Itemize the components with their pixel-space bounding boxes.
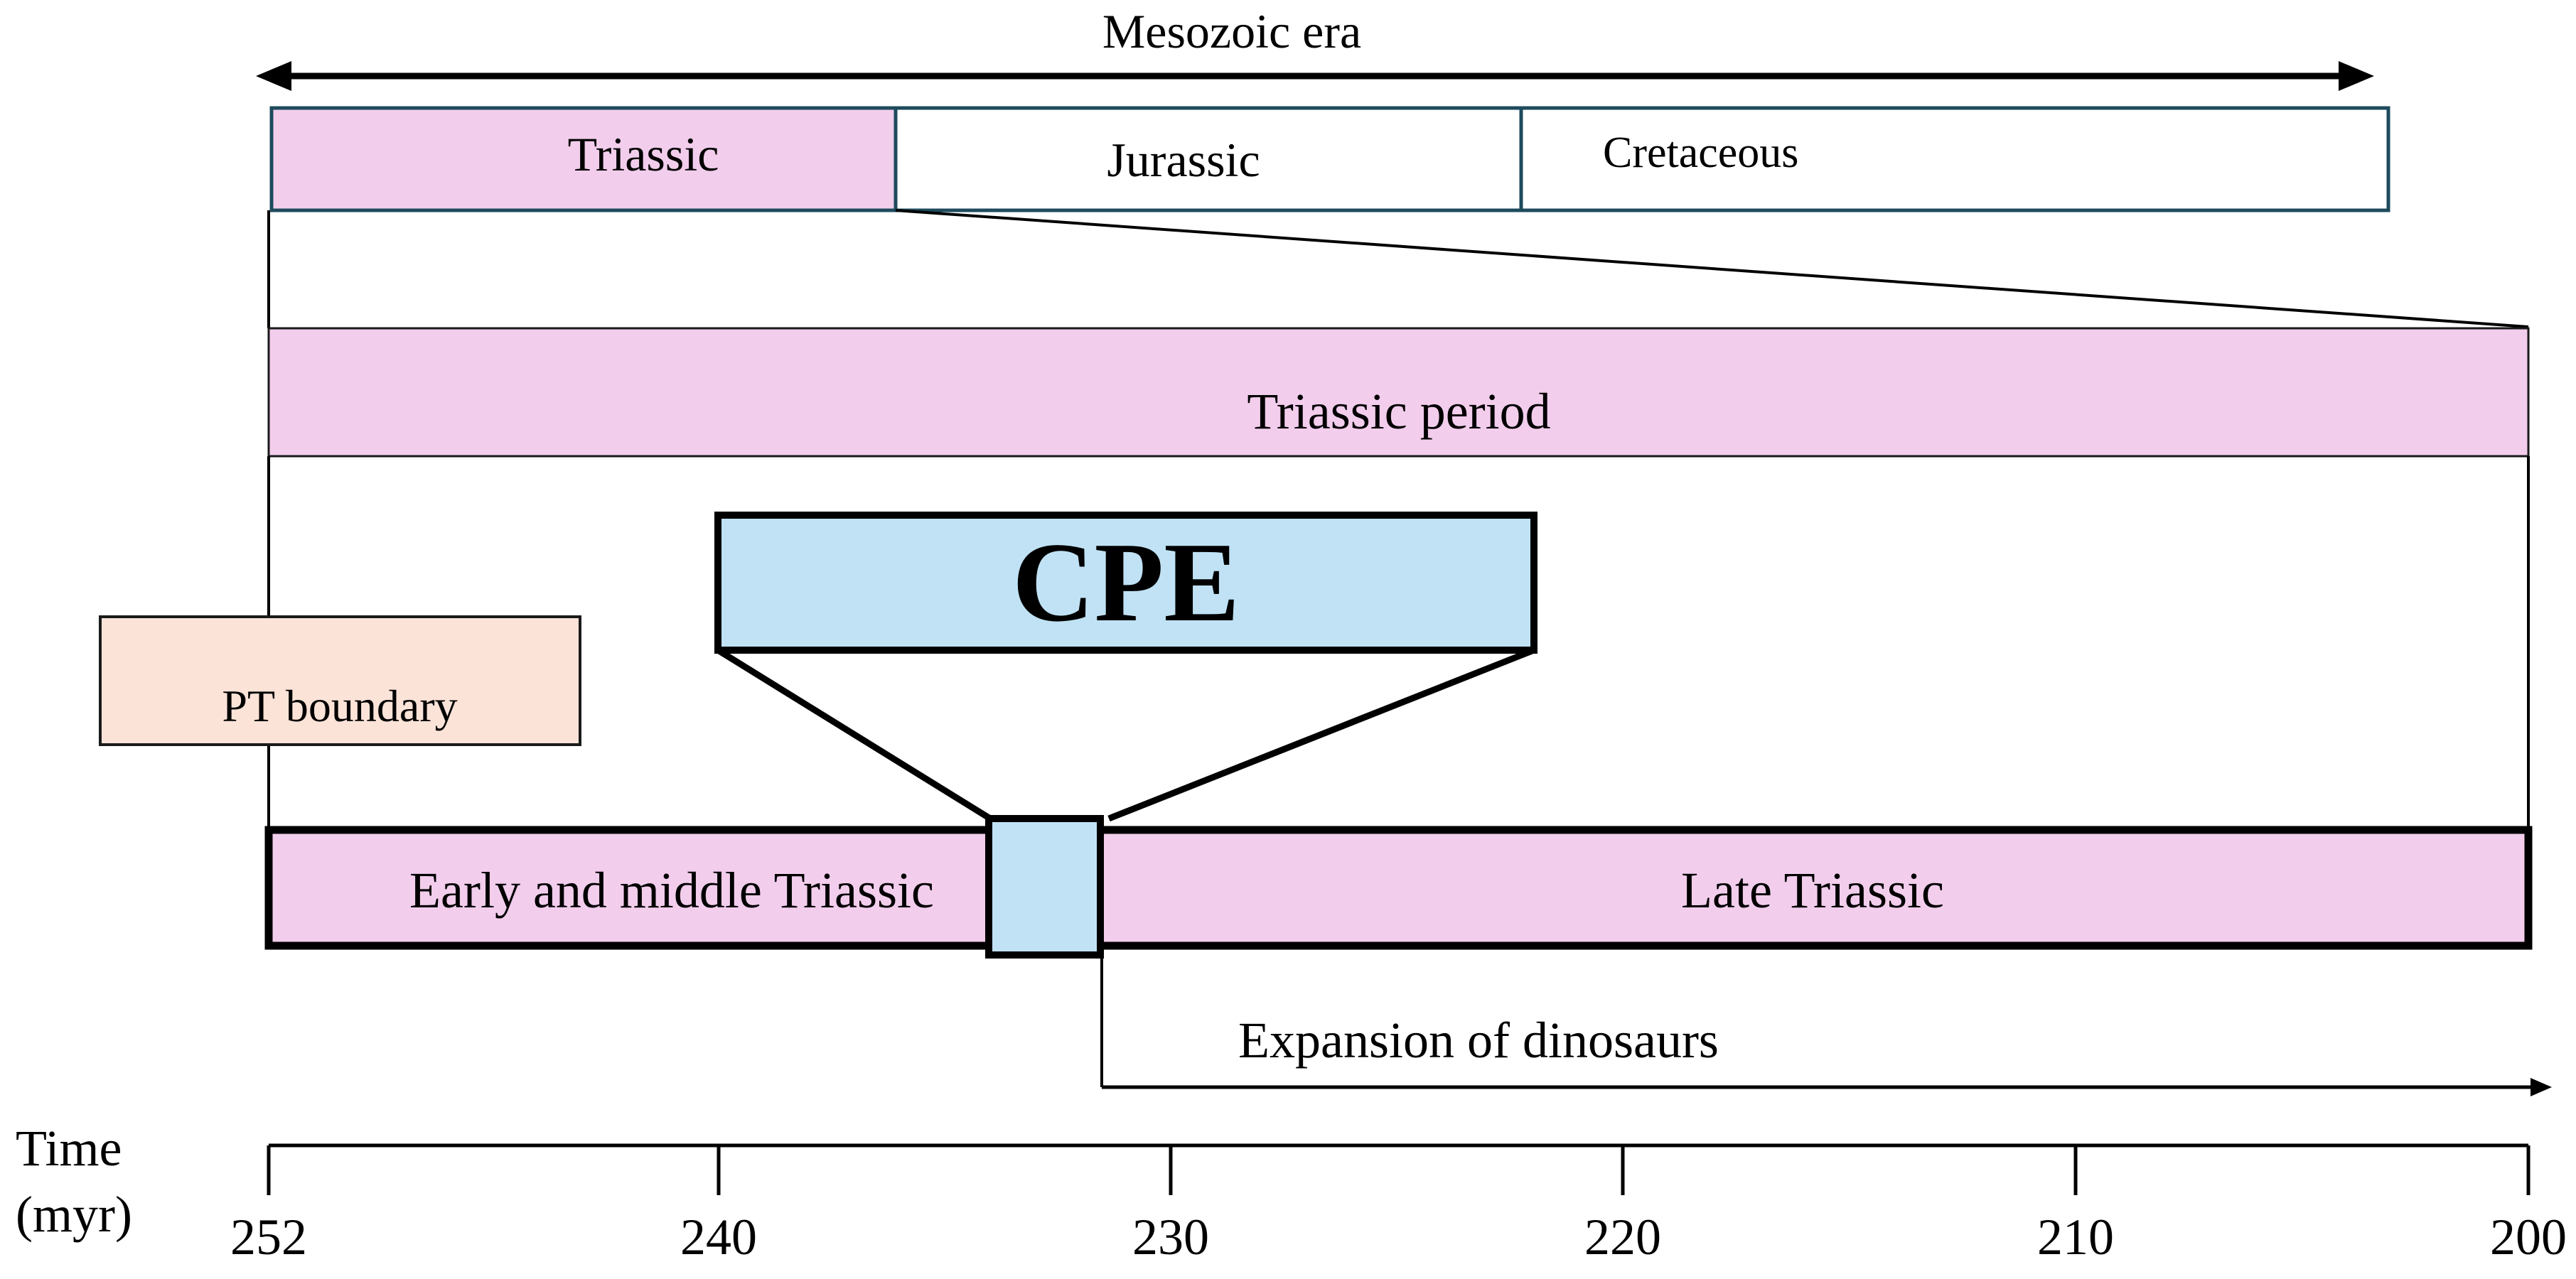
period-cretaceous-label: Cretaceous [1603,129,1798,177]
cpe-label: CPE [1012,519,1240,645]
period-jurassic-box [893,106,1523,212]
cpe-interval-box [985,815,1104,959]
triassic-period-band [267,327,2530,458]
tick-label: 210 [2037,1209,2114,1265]
period-jurassic-label: Jurassic [1107,133,1260,187]
early-middle-triassic-label: Early and middle Triassic [409,862,934,919]
tick-label: 220 [1584,1209,1661,1265]
time-axis [267,1143,2531,1195]
tick-label: 240 [680,1209,757,1265]
zoom-line-right [895,209,2529,328]
cpe-connector-right [1107,647,1535,822]
time-axis-unit: (myr) [16,1186,132,1243]
cpe-connector-left [716,647,992,821]
cpe-box [714,512,1537,654]
tick-label: 252 [230,1209,307,1265]
dinosaurs-label: Expansion of dinosaurs [1238,1012,1719,1069]
subdivision-bar [264,826,2533,950]
era-label: Mesozoic era [1102,4,1361,58]
pt-boundary-box [99,615,581,746]
triassic-period-label: Triassic period [1247,383,1550,440]
tick-label: 200 [2490,1209,2567,1265]
pt-boundary-label: PT boundary [222,681,457,731]
period-cretaceous-box [1519,106,2390,212]
time-axis-label: Time [16,1120,122,1177]
period-triassic-label: Triassic [568,127,719,181]
era-arrow [256,61,2374,91]
dinosaurs-arrow [1100,955,2552,1096]
period-bar [269,106,2390,212]
tick-label: 230 [1132,1209,1209,1265]
late-triassic-label: Late Triassic [1681,862,1944,919]
